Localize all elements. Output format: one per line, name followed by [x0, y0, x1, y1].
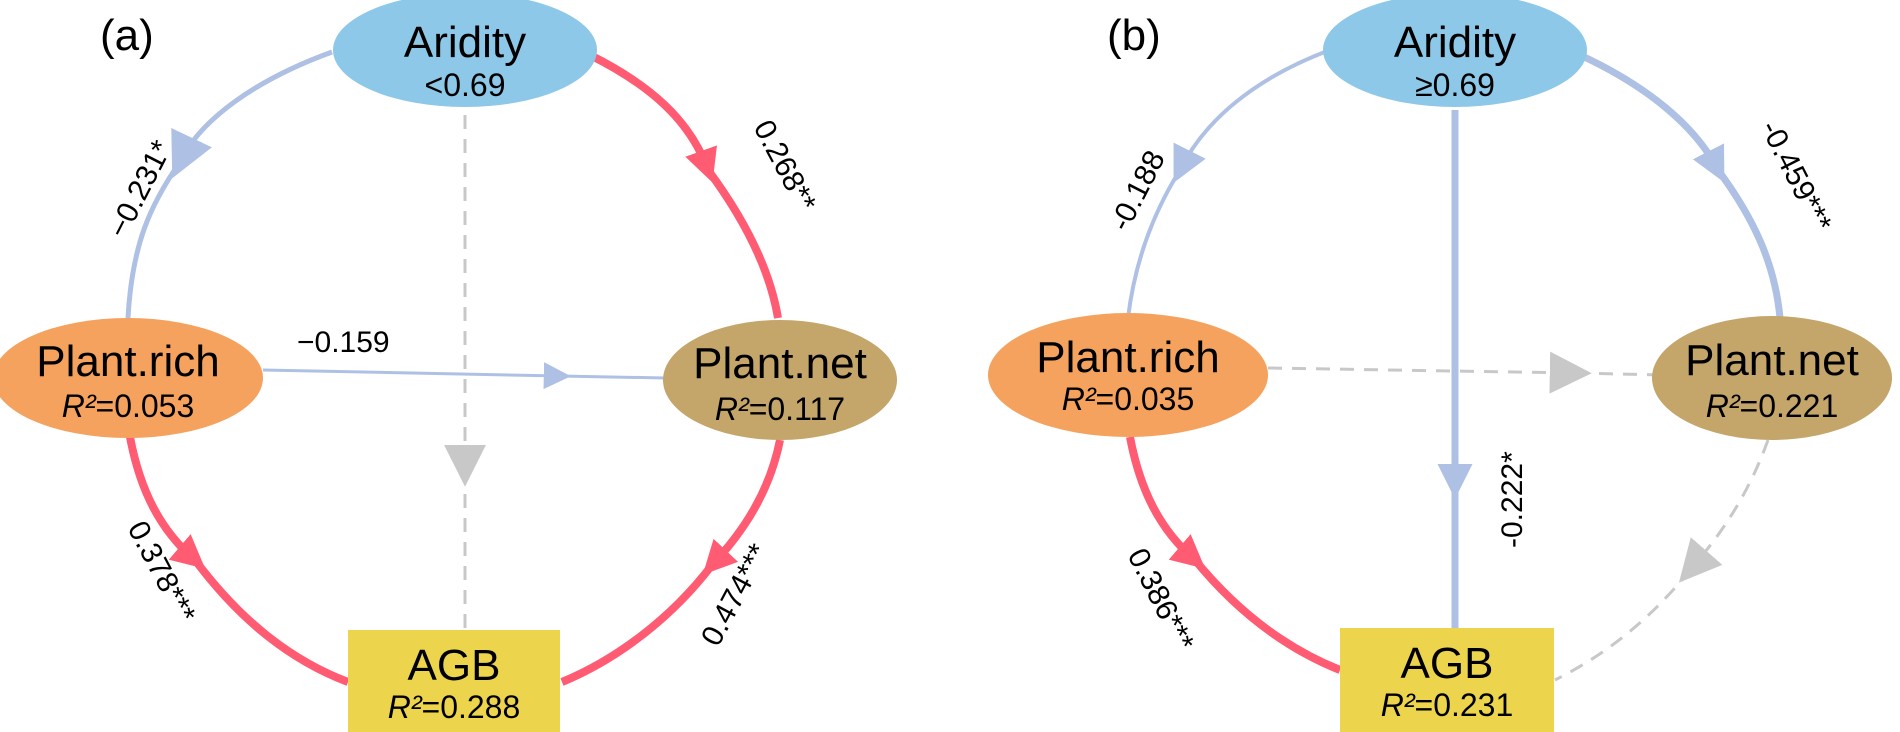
r-squared-value: =0.221	[1740, 388, 1839, 424]
node-r-squared: R²=0.221	[1706, 388, 1839, 424]
node-r-squared: R²=0.288	[388, 689, 521, 725]
path-aridity-to-plant-rich-tail	[1126, 168, 1182, 319]
r-squared-value: =0.231	[1415, 687, 1514, 723]
path-aridity-to-plant-rich	[171, 49, 333, 179]
r-squared-symbol: R²	[715, 391, 750, 427]
path-aridity-to-plant-rich-tail	[125, 160, 183, 319]
r-squared-value: =0.117	[749, 391, 845, 427]
node-title: Aridity	[404, 18, 526, 67]
path-aridity-to-plant-net-tail	[1715, 167, 1784, 319]
r-squared-symbol: R²	[1062, 381, 1097, 417]
panel-label: (b)	[1107, 11, 1161, 60]
node-condition: ≥0.69	[1415, 67, 1495, 103]
path-plant-rich-to-plant-net-tail	[1574, 371, 1666, 377]
node-title: AGB	[408, 641, 501, 690]
path-aridity-to-plant-rich	[1173, 48, 1331, 183]
node-plant-rich: Plant.rich R²=0.035	[988, 313, 1268, 437]
r-squared-symbol: R²	[1381, 687, 1416, 723]
r-squared-symbol: R²	[388, 689, 423, 725]
node-title: Plant.rich	[36, 337, 219, 386]
coef-plant-rich-to-agb: 0.378***	[121, 516, 202, 629]
node-title: AGB	[1401, 639, 1494, 688]
path-plant-net-to-agb-tail	[560, 562, 716, 686]
r-squared-symbol: R²	[1706, 388, 1741, 424]
coef-aridity-to-plant-net: 0.268**	[747, 115, 822, 218]
path-plant-net-to-agb	[1678, 439, 1770, 583]
path-plant-rich-to-plant-net	[1267, 351, 1592, 394]
coef-aridity-to-plant-rich: −0.231*	[102, 135, 179, 243]
path-plant-rich-to-agb	[1126, 436, 1206, 569]
path-plant-rich-to-agb-tail	[1191, 557, 1342, 674]
node-title: Plant.net	[693, 339, 867, 388]
panel-label: (a)	[100, 11, 154, 60]
node-r-squared: R²=0.231	[1381, 687, 1514, 723]
node-title: Plant.net	[1685, 336, 1859, 385]
path-plant-rich-to-plant-net	[262, 362, 571, 390]
coef-aridity-to-agb: -0.222*	[1496, 451, 1529, 548]
node-agb: AGB R²=0.288	[348, 630, 560, 732]
node-plant-net: Plant.net R²=0.221	[1652, 316, 1892, 440]
coef-aridity-to-plant-rich: -0.188	[1104, 145, 1172, 236]
node-plant-net: Plant.net R²=0.117	[663, 320, 897, 440]
r-squared-symbol: R²	[62, 388, 97, 424]
node-title: Plant.rich	[1036, 333, 1219, 382]
coef-aridity-to-plant-net: -0.459***	[1754, 115, 1838, 237]
path-aridity-to-plant-net	[588, 51, 717, 183]
panel-a: (a) −0.231* 0.268** −0.159 0.378*** 0.47…	[0, 0, 897, 732]
node-aridity: Aridity <0.69	[333, 0, 597, 107]
path-plant-rich-to-agb	[126, 436, 206, 569]
node-r-squared: R²=0.035	[1062, 381, 1195, 417]
r-squared-value: =0.053	[96, 388, 195, 424]
node-aridity: Aridity ≥0.69	[1323, 0, 1587, 107]
panel-b: (b) -0.188 -0.459*** -0.222* 0.386*** Ar…	[988, 0, 1892, 732]
node-r-squared: R²=0.117	[715, 391, 845, 427]
path-plant-rich-to-agb-tail	[191, 557, 350, 686]
path-aridity-to-plant-net	[1578, 51, 1725, 183]
node-r-squared: R²=0.053	[62, 388, 195, 424]
node-agb: AGB R²=0.231	[1340, 628, 1554, 732]
coef-plant-rich-to-plant-net: −0.159	[297, 326, 390, 359]
coef-plant-rich-to-agb: 0.386***	[1121, 543, 1201, 656]
coef-plant-net-to-agb: 0.474***	[695, 538, 776, 651]
r-squared-value: =0.035	[1096, 381, 1195, 417]
node-condition: <0.69	[425, 67, 506, 103]
r-squared-value: =0.288	[422, 689, 521, 725]
path-plant-net-to-agb-tail	[1554, 569, 1692, 682]
path-plant-rich-to-plant-net-tail	[559, 374, 666, 380]
path-aridity-to-plant-net-tail	[704, 167, 782, 319]
node-plant-rich: Plant.rich R²=0.053	[0, 318, 263, 438]
node-title: Aridity	[1394, 18, 1516, 67]
path-plant-net-to-agb	[702, 439, 784, 575]
